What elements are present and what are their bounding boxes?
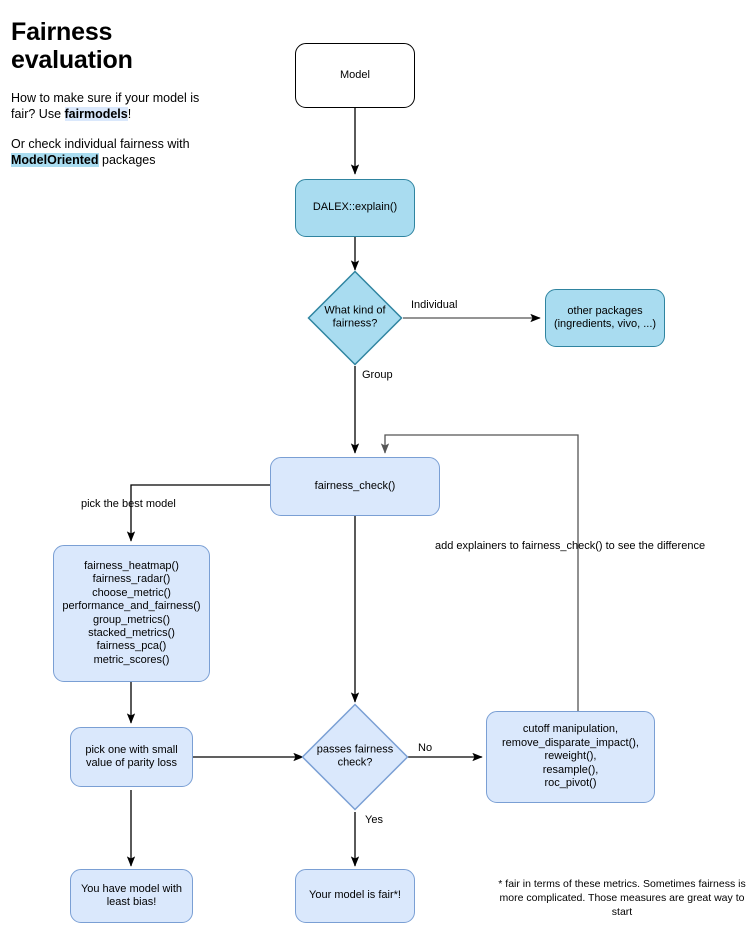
- node-mitigation-methods-label: cutoff manipulation, remove_disparate_im…: [502, 723, 639, 790]
- edge-label-add-explainers: add explainers to fairness_check() to se…: [435, 540, 706, 552]
- highlight-modeloriented: ModelOriented: [11, 153, 99, 167]
- node-least-bias-label: You have model with least bias!: [80, 882, 183, 908]
- edge-label-individual: Individual: [411, 299, 458, 311]
- diamond-shape-2: [301, 703, 409, 811]
- edge-label-no: No: [418, 742, 433, 754]
- intro-paragraph-2: Or check individual fairness with ModelO…: [11, 136, 211, 168]
- node-pick-one-small-parity-loss-label: pick one with small value of parity loss: [85, 743, 178, 769]
- intro-block: Fairness evaluation How to make sure if …: [11, 18, 211, 182]
- node-least-bias[interactable]: You have model with least bias!: [70, 869, 193, 923]
- footnote: * fair in terms of these metrics. Someti…: [498, 878, 746, 919]
- node-dalex-explain[interactable]: DALEX::explain(): [295, 179, 415, 237]
- page-title: Fairness evaluation: [11, 18, 133, 74]
- edge-label-yes: Yes: [365, 814, 383, 826]
- node-function-list-label: fairness_heatmap() fairness_radar() choo…: [62, 559, 201, 666]
- node-mitigation-methods[interactable]: cutoff manipulation, remove_disparate_im…: [486, 711, 655, 803]
- decision-what-kind-of-fairness[interactable]: What kind of fairness?: [307, 270, 403, 366]
- node-fairness-check[interactable]: fairness_check(): [270, 457, 440, 516]
- edge-fairness-check-to-function-list: [126, 484, 270, 542]
- node-model-label: Model: [340, 68, 370, 81]
- edge-label-group: Group: [362, 369, 393, 381]
- highlight-fairmodels: fairmodels: [64, 107, 128, 121]
- edge-label-pick-best-model: pick the best model: [81, 498, 176, 510]
- node-other-packages[interactable]: other packages (ingredients, vivo, ...): [545, 289, 665, 347]
- node-model-is-fair[interactable]: Your model is fair*!: [295, 869, 415, 923]
- decision-passes-fairness-check[interactable]: passes fairness check?: [301, 703, 409, 811]
- intro-paragraph-1: How to make sure if your model is fair? …: [11, 90, 211, 122]
- diamond-shape: [307, 270, 403, 366]
- intro-p1-pre: How to make sure if your model is fair? …: [11, 91, 200, 121]
- node-model-is-fair-label: Your model is fair*!: [309, 889, 401, 902]
- intro-p2-post: packages: [98, 153, 156, 167]
- intro-p1-post: !: [127, 107, 132, 121]
- node-other-packages-label: other packages (ingredients, vivo, ...): [553, 304, 657, 330]
- node-pick-one-small-parity-loss[interactable]: pick one with small value of parity loss: [70, 727, 193, 787]
- node-dalex-explain-label: DALEX::explain(): [312, 201, 398, 214]
- node-model[interactable]: Model: [295, 43, 415, 108]
- node-function-list[interactable]: fairness_heatmap() fairness_radar() choo…: [53, 545, 210, 682]
- node-fairness-check-label: fairness_check(): [314, 479, 396, 492]
- intro-p2-pre: Or check individual fairness with: [11, 137, 190, 151]
